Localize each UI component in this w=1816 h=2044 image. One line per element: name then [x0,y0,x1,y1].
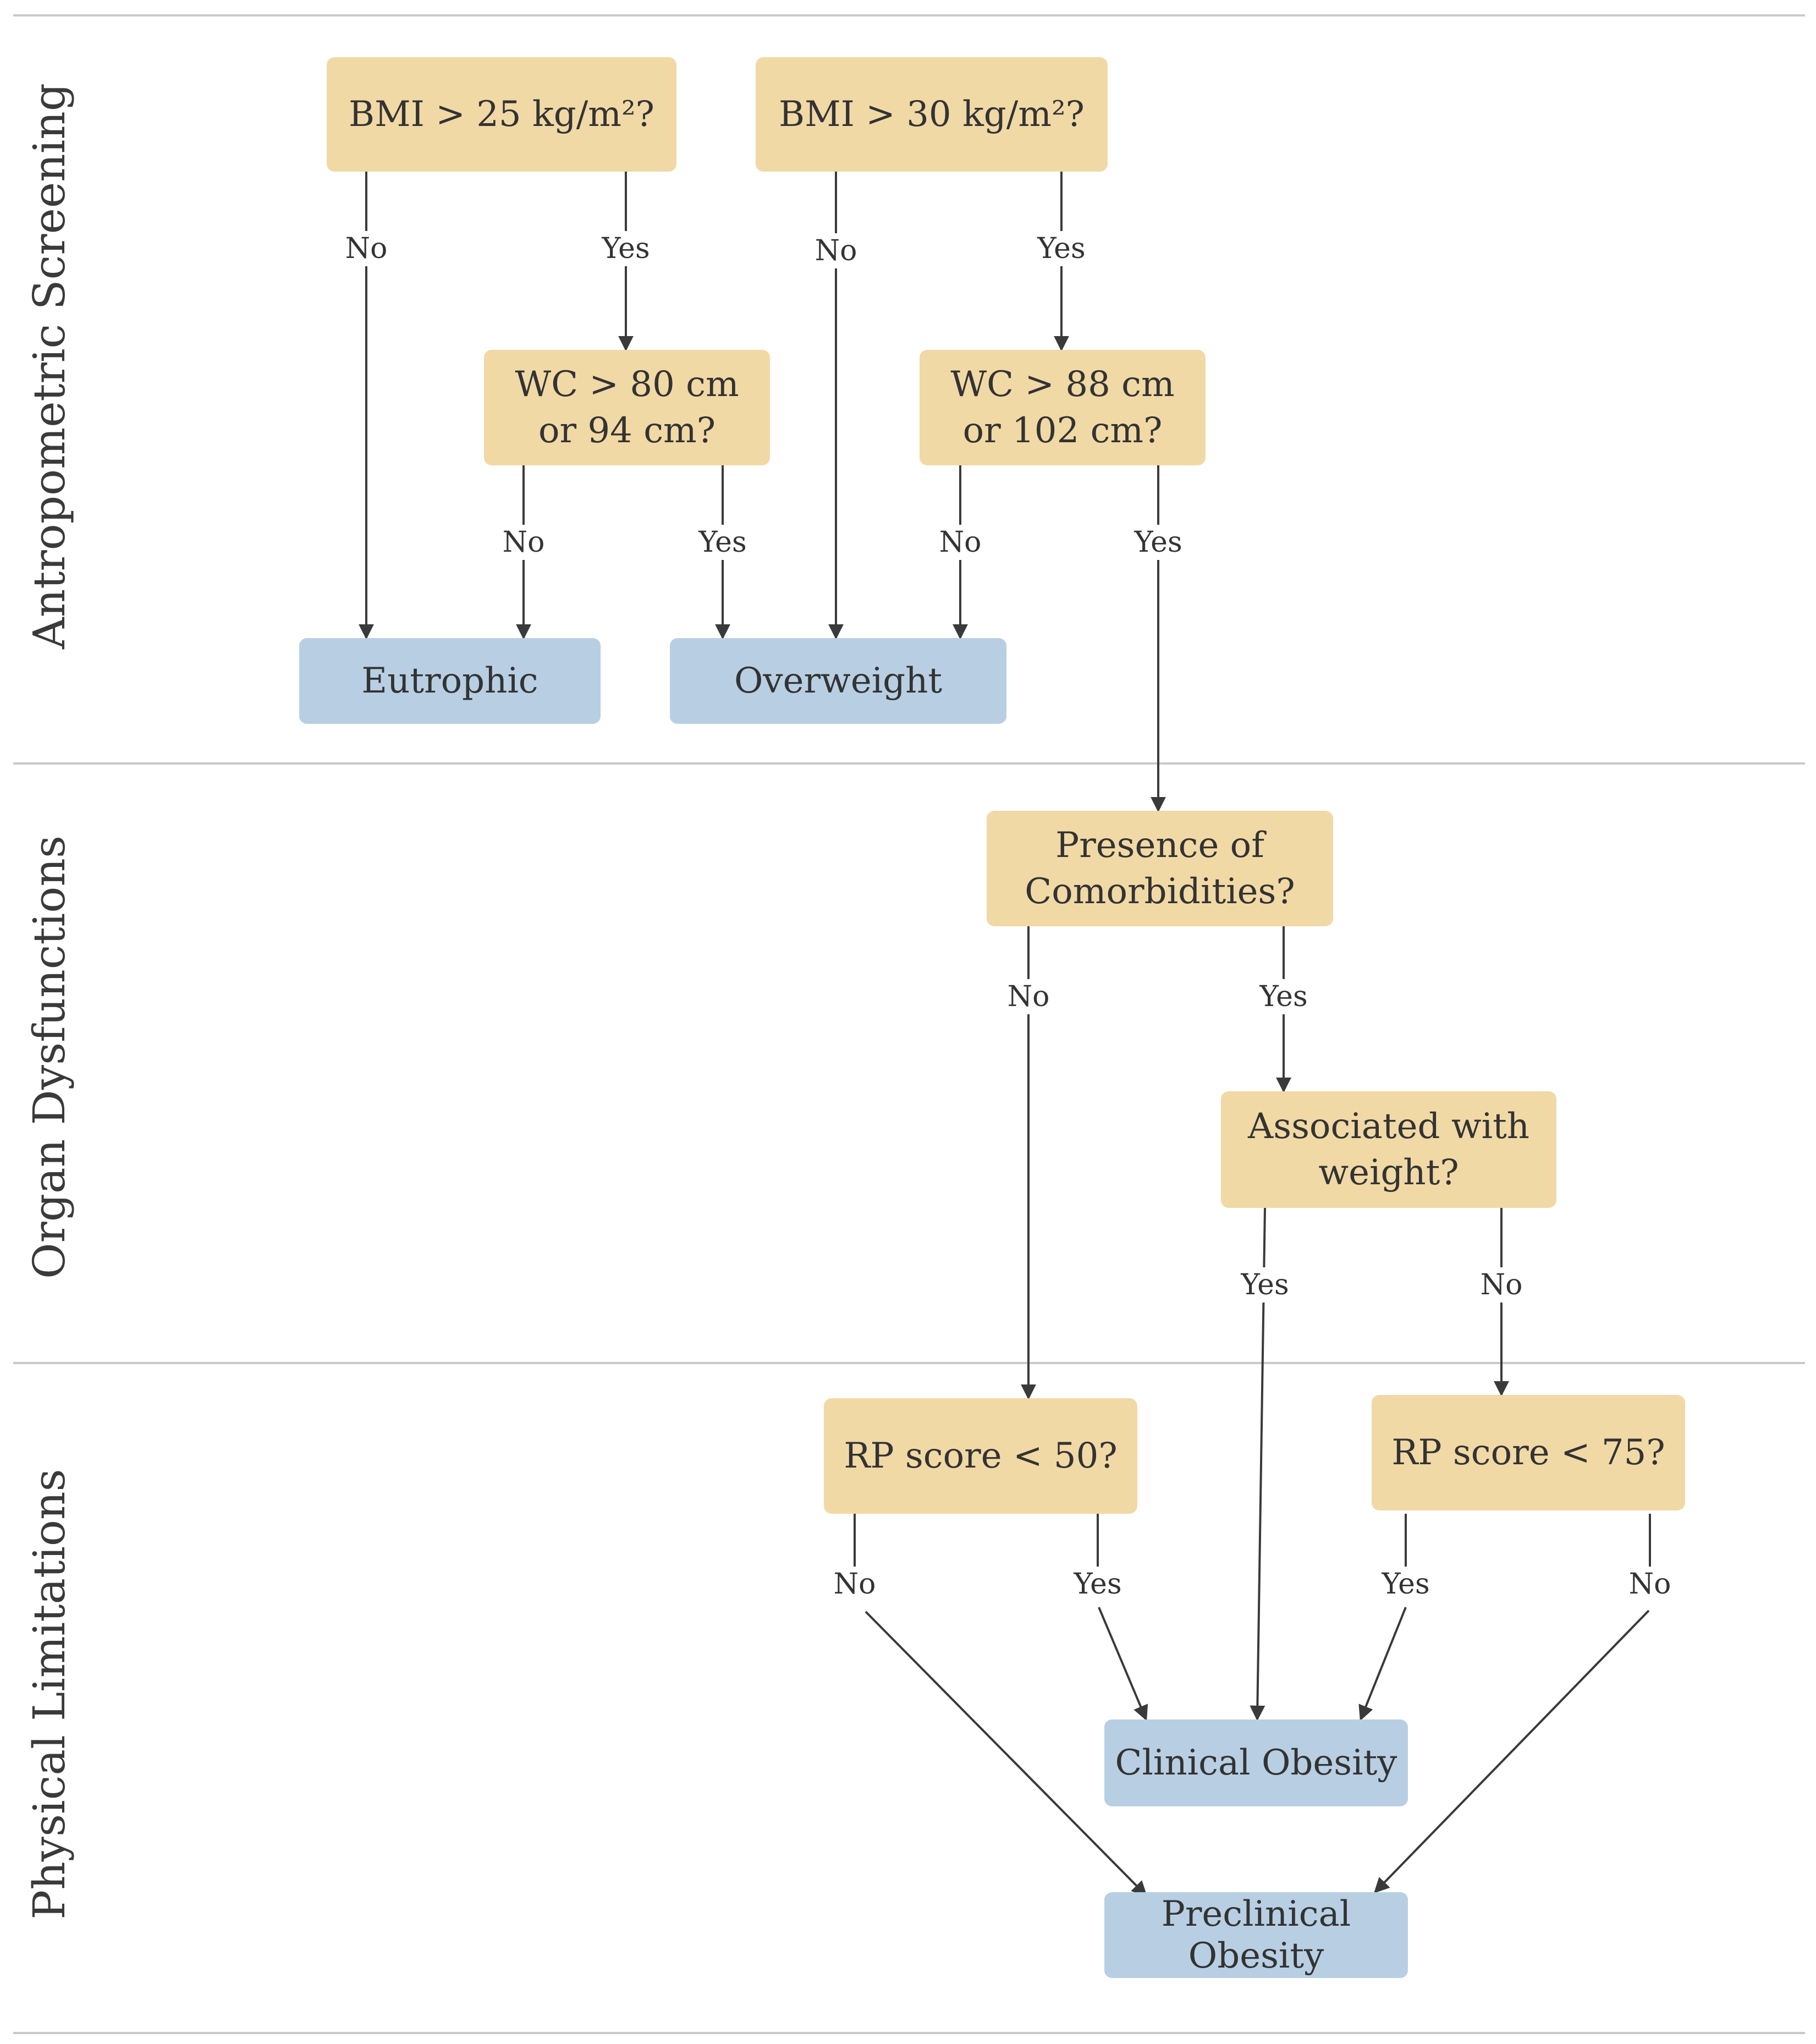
bottom-border [13,2032,1805,2034]
top-border [13,14,1805,17]
edge-label-comorb-yes: Yes [1257,979,1310,1014]
lane-separator-2 [13,1362,1805,1364]
lane-separator-1 [13,762,1805,765]
edge-label-wc88-no: No [937,525,984,560]
decision-rp-score-50: RP score < 50? [824,1398,1137,1514]
outcome-eutrophic: Eutrophic [299,638,601,724]
decision-wc-80: WC > 80 cm or 94 cm? [484,350,770,465]
decision-associated-with-weight: Associated with weight? [1221,1091,1556,1208]
edge-label-comorb-no: No [1005,979,1052,1014]
edge-label-rp75-yes: Yes [1379,1567,1432,1602]
edge-label-wc80-yes: Yes [696,525,749,560]
edge-label-wc80-no: No [500,525,547,560]
edge-label-wc88-yes: Yes [1132,525,1185,560]
decision-wc-88: WC > 88 cm or 102 cm? [920,350,1206,465]
edge-label-bmi30-yes: Yes [1035,231,1088,266]
edge-label-rp50-yes: Yes [1071,1567,1124,1602]
decision-rp-score-75: RP score < 75? [1372,1395,1685,1510]
decision-bmi-25: BMI > 25 kg/m²? [327,57,676,172]
edge-label-bmi30-no: No [812,233,860,268]
edge-label-bmi25-no: No [343,231,390,266]
edge-label-rp50-no: No [831,1567,878,1602]
outcome-overweight: Overweight [670,638,1006,724]
outcome-preclinical-obesity: Preclinical Obesity [1104,1892,1408,1978]
edge-label-bmi25-yes: Yes [599,231,652,266]
decision-bmi-30: BMI > 30 kg/m²? [756,57,1108,172]
edge-label-assoc-no: No [1478,1267,1525,1303]
decision-comorbidities: Presence of Comorbidities? [987,811,1333,926]
outcome-clinical-obesity: Clinical Obesity [1104,1719,1408,1806]
edge-label-assoc-yes: Yes [1239,1267,1291,1303]
edge-label-rp75-no: No [1626,1567,1674,1602]
